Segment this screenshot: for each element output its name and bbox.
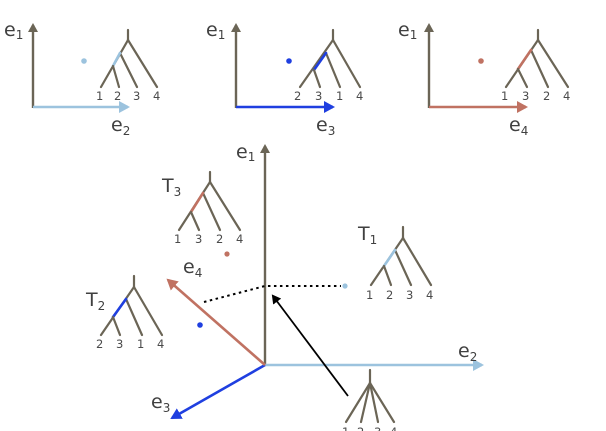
panel-e3-e1-label: e1 (206, 19, 225, 42)
main-e3-axis (170, 363, 266, 420)
panel-e3-tree: 2 3 1 4 (294, 28, 363, 103)
panel-e2-e2-label: e2 (111, 114, 130, 138)
dotted-connector (203, 285, 341, 303)
tree-T1: T1 1 2 3 4 (357, 223, 433, 302)
T2-leaf-2: 3 (116, 337, 123, 351)
panel-e3-e3-label: e3 (316, 114, 335, 138)
T1-leaf-2: 2 (386, 288, 393, 302)
panel-e3-leaf-2: 3 (315, 89, 322, 103)
panel-e2-e1-label: e1 (4, 19, 23, 42)
point-T3 (224, 251, 230, 257)
T1-leaf-4: 4 (426, 288, 433, 302)
panel-e3-leaf-3: 1 (336, 89, 343, 103)
T1-leaf-3: 3 (406, 288, 413, 302)
tree-origin: 1 2 3 4 (342, 368, 397, 431)
origin-arrow (271, 294, 349, 397)
T1-label: T1 (357, 223, 377, 247)
panel-e4-leaf-3: 2 (543, 89, 550, 103)
T2-leaf-3: 1 (137, 337, 144, 351)
panel-e3-point (286, 58, 292, 64)
point-T2 (197, 322, 203, 328)
tree-T2: T2 2 3 1 4 (85, 274, 164, 351)
T2-leaf-4: 4 (157, 337, 164, 351)
panel-e3-leaf-1: 2 (294, 89, 301, 103)
panel-e3-leaf-4: 4 (356, 89, 363, 103)
panel-e2-tree: 1 2 3 4 (96, 28, 160, 103)
origin-leaf-2: 2 (357, 425, 364, 431)
origin-leaf-3: 3 (374, 425, 381, 431)
T3-leaf-3: 2 (216, 232, 223, 246)
T3-leaf-4: 4 (236, 232, 243, 246)
panel-e4-leaf-1: 1 (501, 89, 508, 103)
main-e4-label: e4 (183, 256, 202, 280)
panel-e4-leaf-2: 3 (522, 89, 529, 103)
panel-e3: e1 e3 2 3 1 4 (206, 19, 363, 138)
panel-e2-leaf-3: 3 (133, 89, 140, 103)
panel-e2-leaf-1: 1 (96, 89, 103, 103)
point-T1 (342, 283, 348, 289)
panel-e4-point (478, 58, 484, 64)
T2-leaf-1: 2 (96, 337, 103, 351)
panel-e4: e1 e4 1 3 2 4 (398, 19, 570, 138)
T1-leaf-1: 1 (366, 288, 373, 302)
panel-e2-leaf-2: 2 (114, 89, 121, 103)
panel-e2-leaf-4: 4 (153, 89, 160, 103)
main-space: e1 e2 e3 e4 (151, 141, 484, 420)
panel-e2-point (81, 58, 87, 64)
main-e2-label: e2 (458, 340, 477, 364)
main-e1-label: e1 (236, 141, 255, 164)
panel-e4-e4-label: e4 (509, 114, 528, 138)
main-e4-axis (166, 278, 266, 366)
origin-leaf-4: 4 (390, 425, 397, 431)
panel-e4-leaf-4: 4 (563, 89, 570, 103)
panel-e4-tree: 1 3 2 4 (501, 28, 570, 103)
T3-label: T3 (161, 175, 181, 199)
panel-e4-e1-label: e1 (398, 19, 417, 42)
main-e3-label: e3 (151, 391, 170, 415)
T3-leaf-2: 3 (195, 232, 202, 246)
origin-leaf-1: 1 (342, 425, 349, 431)
panel-e2: e1 e2 1 2 3 4 (4, 19, 160, 138)
T3-leaf-1: 1 (174, 232, 181, 246)
T2-label: T2 (85, 289, 105, 313)
tree-T3: T3 1 3 2 4 (161, 170, 243, 246)
